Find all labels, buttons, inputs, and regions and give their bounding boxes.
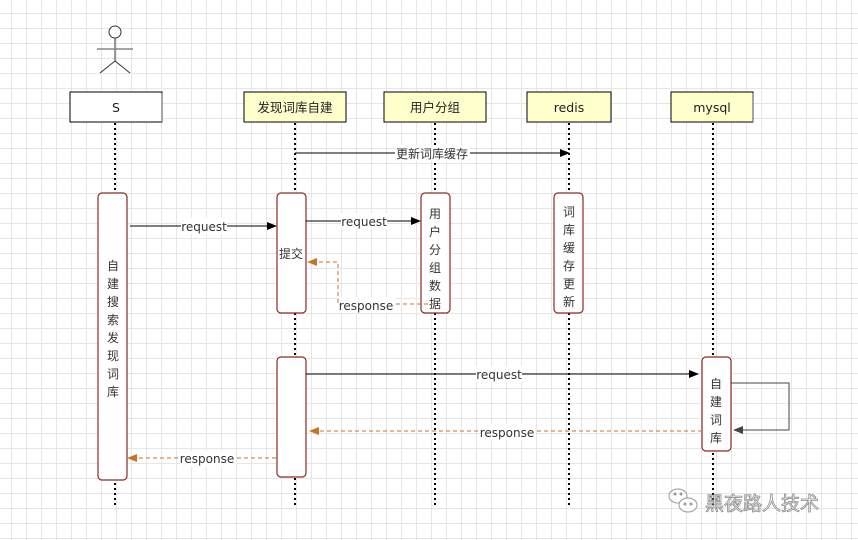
message-update-cache-label: 更新词库缓存 (396, 146, 468, 161)
activation-discover-submit-label: 提交 (279, 246, 303, 261)
message-discover-to-s-response[interactable]: response (127, 451, 276, 467)
participant-discover-label: 发现词库自建 (257, 100, 333, 115)
message-usergroup-to-discover-response[interactable]: response (307, 258, 435, 313)
vertical-char: 库 (107, 384, 119, 399)
vertical-char: 索 (107, 313, 119, 327)
activation-usergroup-data[interactable] (420, 192, 451, 314)
message-usergroup-to-discover-response-label: response (339, 299, 394, 313)
vertical-char: 词 (563, 205, 575, 219)
message-mysql-to-discover-response-label: response (480, 426, 535, 440)
vertical-char: 建 (107, 277, 119, 291)
vertical-char: 户 (429, 224, 441, 239)
participant-discover[interactable]: 发现词库自建 (243, 91, 347, 123)
watermark: 黑夜路人技术 (668, 488, 819, 515)
vertical-char: 发 (107, 330, 119, 345)
message-discover-to-s-response-label: response (180, 452, 235, 466)
wechat-icon (668, 488, 698, 513)
participant-s-label: S (112, 100, 120, 115)
vertical-char: 库 (563, 222, 575, 237)
message-discover-to-mysql-request[interactable]: request (306, 366, 699, 382)
participant-mysql[interactable]: mysql (670, 91, 754, 123)
activation-mysql-build[interactable] (701, 356, 732, 452)
vertical-char: 更 (563, 277, 575, 291)
message-discover-to-mysql-request-label: request (476, 368, 522, 382)
activation-s-main-label: 自建搜索发现词库 (107, 259, 119, 399)
message-discover-to-usergroup-request[interactable]: request (306, 213, 421, 229)
vertical-char: 缓 (563, 241, 575, 255)
actor-icon (97, 25, 133, 74)
participant-redis-label: redis (554, 100, 584, 115)
vertical-char: 数 (429, 278, 441, 293)
vertical-char: 组 (429, 261, 441, 275)
vertical-char: 词 (107, 367, 119, 381)
message-mysql-self-call[interactable] (731, 382, 790, 434)
activation-discover-second[interactable] (276, 356, 307, 478)
activation-s-main[interactable] (97, 192, 128, 481)
vertical-char: 自 (710, 377, 722, 391)
vertical-char: 库 (710, 430, 722, 445)
participant-s[interactable]: S (69, 91, 163, 123)
message-discover-to-usergroup-request-label: request (341, 215, 387, 229)
participant-redis[interactable]: redis (526, 91, 612, 123)
vertical-char: 新 (563, 294, 575, 309)
watermark-text: 黑夜路人技术 (705, 493, 819, 515)
vertical-char: 搜 (107, 294, 119, 309)
message-mysql-to-discover-response[interactable]: response (309, 424, 702, 440)
message-update-cache[interactable]: 更新词库缓存 (295, 145, 570, 161)
vertical-char: 用 (429, 207, 441, 221)
participant-mysql-label: mysql (693, 100, 731, 115)
participant-usergroup-label: 用户分组 (410, 100, 460, 115)
participant-usergroup[interactable]: 用户分组 (383, 91, 487, 123)
message-s-to-discover-request-label: request (181, 220, 227, 234)
activation-redis-update[interactable] (553, 192, 584, 314)
vertical-char: 现 (107, 349, 119, 363)
message-s-to-discover-request[interactable]: request (130, 218, 277, 234)
vertical-char: 分 (429, 243, 441, 257)
vertical-char: 存 (563, 259, 575, 273)
vertical-char: 词 (710, 413, 722, 427)
vertical-char: 自 (107, 259, 119, 273)
activation-discover-submit[interactable] (276, 192, 307, 314)
activation-redis-update-label: 词库缓存更新 (563, 205, 575, 309)
vertical-char: 建 (710, 395, 722, 409)
activation-mysql-build-label: 自建词库 (710, 377, 722, 445)
